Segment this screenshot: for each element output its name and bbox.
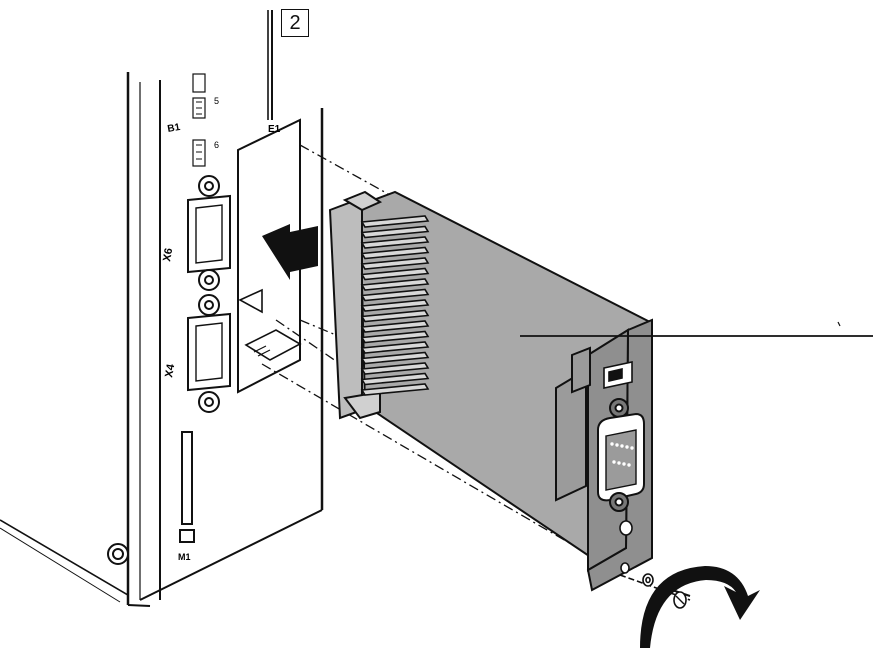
dsub-pin	[617, 461, 621, 465]
dsub-pin	[622, 462, 626, 466]
label-m1: M1	[178, 552, 191, 562]
card-slot-m1	[179, 431, 195, 543]
device-foot	[107, 543, 129, 565]
expansion-slot-opening	[237, 118, 301, 394]
bracket-holes	[619, 520, 633, 574]
connector-x4	[187, 294, 231, 413]
card-switch	[603, 361, 633, 389]
heatsink-fin	[360, 309, 430, 323]
heatsink-fins	[360, 215, 430, 396]
dsub-pin	[620, 444, 624, 448]
dsub-pin	[625, 445, 629, 449]
device-housing	[0, 10, 324, 607]
heatsink-fin	[360, 215, 430, 228]
rotate-arrow-icon	[640, 566, 760, 648]
heatsink-fin	[360, 320, 430, 333]
heatsink-fin	[360, 278, 430, 291]
label-b1: B1	[167, 122, 182, 135]
heatsink-fin	[360, 372, 430, 386]
label-x6: X6	[161, 247, 175, 262]
label-e1: E1	[268, 124, 281, 135]
dsub-pin	[627, 463, 631, 467]
heatsink-fin	[360, 225, 430, 239]
slot-guide-rail	[238, 288, 302, 361]
heatsink-fin	[360, 383, 430, 396]
dsub-pin	[615, 443, 619, 447]
dsub-pin	[630, 446, 634, 450]
arrow-insert-icon	[262, 224, 318, 280]
dsub-pins	[610, 442, 634, 467]
heatsink-fin	[360, 351, 430, 365]
heatsink-fin	[360, 299, 430, 312]
card-dsub-connector	[597, 398, 645, 512]
heatsink-fin	[360, 257, 430, 270]
callout-number: 2	[289, 11, 301, 34]
screw-icon	[619, 573, 691, 609]
heatsink-fin	[360, 362, 430, 375]
label-x4: X4	[163, 362, 177, 378]
status-indicators	[192, 73, 206, 167]
label-led-6: 6	[214, 140, 219, 150]
heatsink-fin	[360, 246, 430, 260]
callout-number-box: 2	[281, 9, 309, 37]
heatsink-fin	[360, 330, 430, 344]
dsub-pin	[612, 460, 616, 464]
label-led-5: 5	[214, 96, 219, 106]
heatsink-fin	[360, 288, 430, 302]
callout-leader-line	[520, 321, 873, 337]
dsub-pin	[610, 442, 614, 446]
connector-x6	[187, 175, 231, 291]
heatsink-fin	[360, 341, 430, 354]
heatsink-fin	[360, 236, 430, 249]
heatsink-fin	[360, 267, 430, 281]
